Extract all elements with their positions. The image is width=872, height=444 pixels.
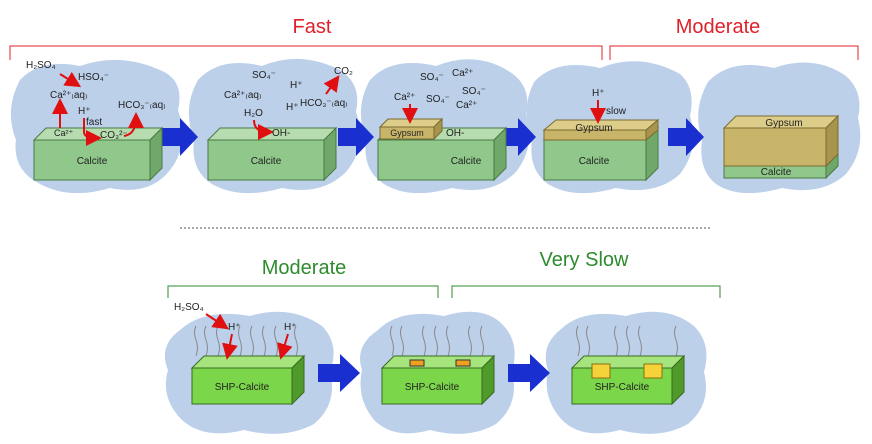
reaction-arrow-co2 <box>323 75 340 95</box>
oh-label-3: OH- <box>446 128 464 139</box>
hydrophobic-strands-2 <box>390 325 484 357</box>
reaction-arrow-h2so4 <box>59 71 82 88</box>
rate-label-fast: Fast <box>293 16 332 38</box>
shp-calcite-block-1 <box>190 354 306 406</box>
shp-calcite-label-3: SHP-Calcite <box>595 382 650 393</box>
ca-aq-label-2: Ca²⁺₍aq₎ <box>224 90 261 101</box>
gypsum-crystals-3 <box>591 363 663 379</box>
h-plus-label-2b: H⁺ <box>286 102 299 113</box>
h2o-label: H₂O <box>244 108 263 119</box>
h-plus-label-1: H⁺ <box>78 106 91 117</box>
rate-label-very-slow: Very Slow <box>540 249 629 271</box>
hso4-label-1: HSO₄⁻ <box>78 72 109 83</box>
shp-calcite-block-3 <box>570 354 686 406</box>
reaction-arrow-oh <box>253 119 274 140</box>
gypsum-label-4: Gypsum <box>575 123 612 134</box>
shp-calcite-label-2: SHP-Calcite <box>405 382 460 393</box>
so4-label-3c: SO₄⁻ <box>462 86 486 97</box>
rate-label-moderate-top: Moderate <box>676 16 761 38</box>
ca-label-3b: Ca²⁺ <box>394 92 415 103</box>
so4-label-3a: SO₄⁻ <box>420 72 444 83</box>
ca-surface-label: Ca²⁺ <box>54 128 74 138</box>
h2so4-label-bottom: H₂SO₄ <box>174 302 204 313</box>
hydrophobic-strands-3 <box>576 325 678 357</box>
gypsum-label-3: Gypsum <box>390 128 424 138</box>
gypsum-crystals-2 <box>409 359 471 367</box>
reaction-arrow-h2so4-bottom <box>205 313 229 330</box>
shp-calcite-block-2 <box>380 354 496 406</box>
reaction-arrow-hco3 <box>123 112 144 137</box>
arrow-big-top <box>160 118 704 156</box>
shp-calcite-label-1: SHP-Calcite <box>215 382 270 393</box>
gypsum-layer-5 <box>722 114 840 168</box>
calcite-label-4: Calcite <box>579 156 610 167</box>
gypsum-layer-4 <box>542 118 660 142</box>
slow-label: slow <box>606 106 627 117</box>
reaction-arrow-co3 <box>83 129 102 146</box>
bracket-moderate-bottom <box>167 285 439 298</box>
so4-label-3b: SO₄⁻ <box>426 94 450 105</box>
arrow-big-bottom <box>318 354 550 392</box>
ca-aq-label-1: Ca²⁺₍aq₎ <box>50 90 87 101</box>
bracket-moderate-top <box>609 45 859 60</box>
calcite-label-1: Calcite <box>77 156 108 167</box>
co2-label: CO₂ <box>334 66 353 77</box>
gypsum-label-5: Gypsum <box>765 118 802 129</box>
h-plus-label-b2: H⁺ <box>284 322 297 333</box>
reaction-arrow-hplus-b2 <box>277 333 293 360</box>
bracket-very-slow <box>451 285 721 298</box>
calcite-label-5: Calcite <box>761 167 792 178</box>
co3-label: CO₃²⁻ <box>100 130 128 141</box>
so4-label-2: SO₄⁻ <box>252 70 276 81</box>
hco3-label-1: HCO₃⁻₍aq₎ <box>118 100 166 111</box>
oh-label-2: OH- <box>272 128 290 139</box>
calcite-label-3: Calcite <box>451 156 482 167</box>
ca-label-3a: Ca²⁺ <box>452 68 473 79</box>
hco3-label-2: HCO₃⁻₍aq₎ <box>300 98 348 109</box>
ca-label-3c: Ca²⁺ <box>456 100 477 111</box>
h-plus-label-2a: H⁺ <box>290 80 303 91</box>
reaction-arrow-hplus-b1 <box>222 333 238 360</box>
hydrophobic-strands-1 <box>194 325 298 357</box>
h-plus-label-4: H⁺ <box>592 88 605 99</box>
h-plus-label-b1: H⁺ <box>228 322 241 333</box>
calcite-label-2: Calcite <box>251 156 282 167</box>
rate-label-moderate-bottom: Moderate <box>262 257 347 279</box>
h2so4-label-1: H₂SO₄ <box>26 60 56 71</box>
fast-label: fast <box>86 117 102 128</box>
bracket-fast <box>9 45 603 60</box>
